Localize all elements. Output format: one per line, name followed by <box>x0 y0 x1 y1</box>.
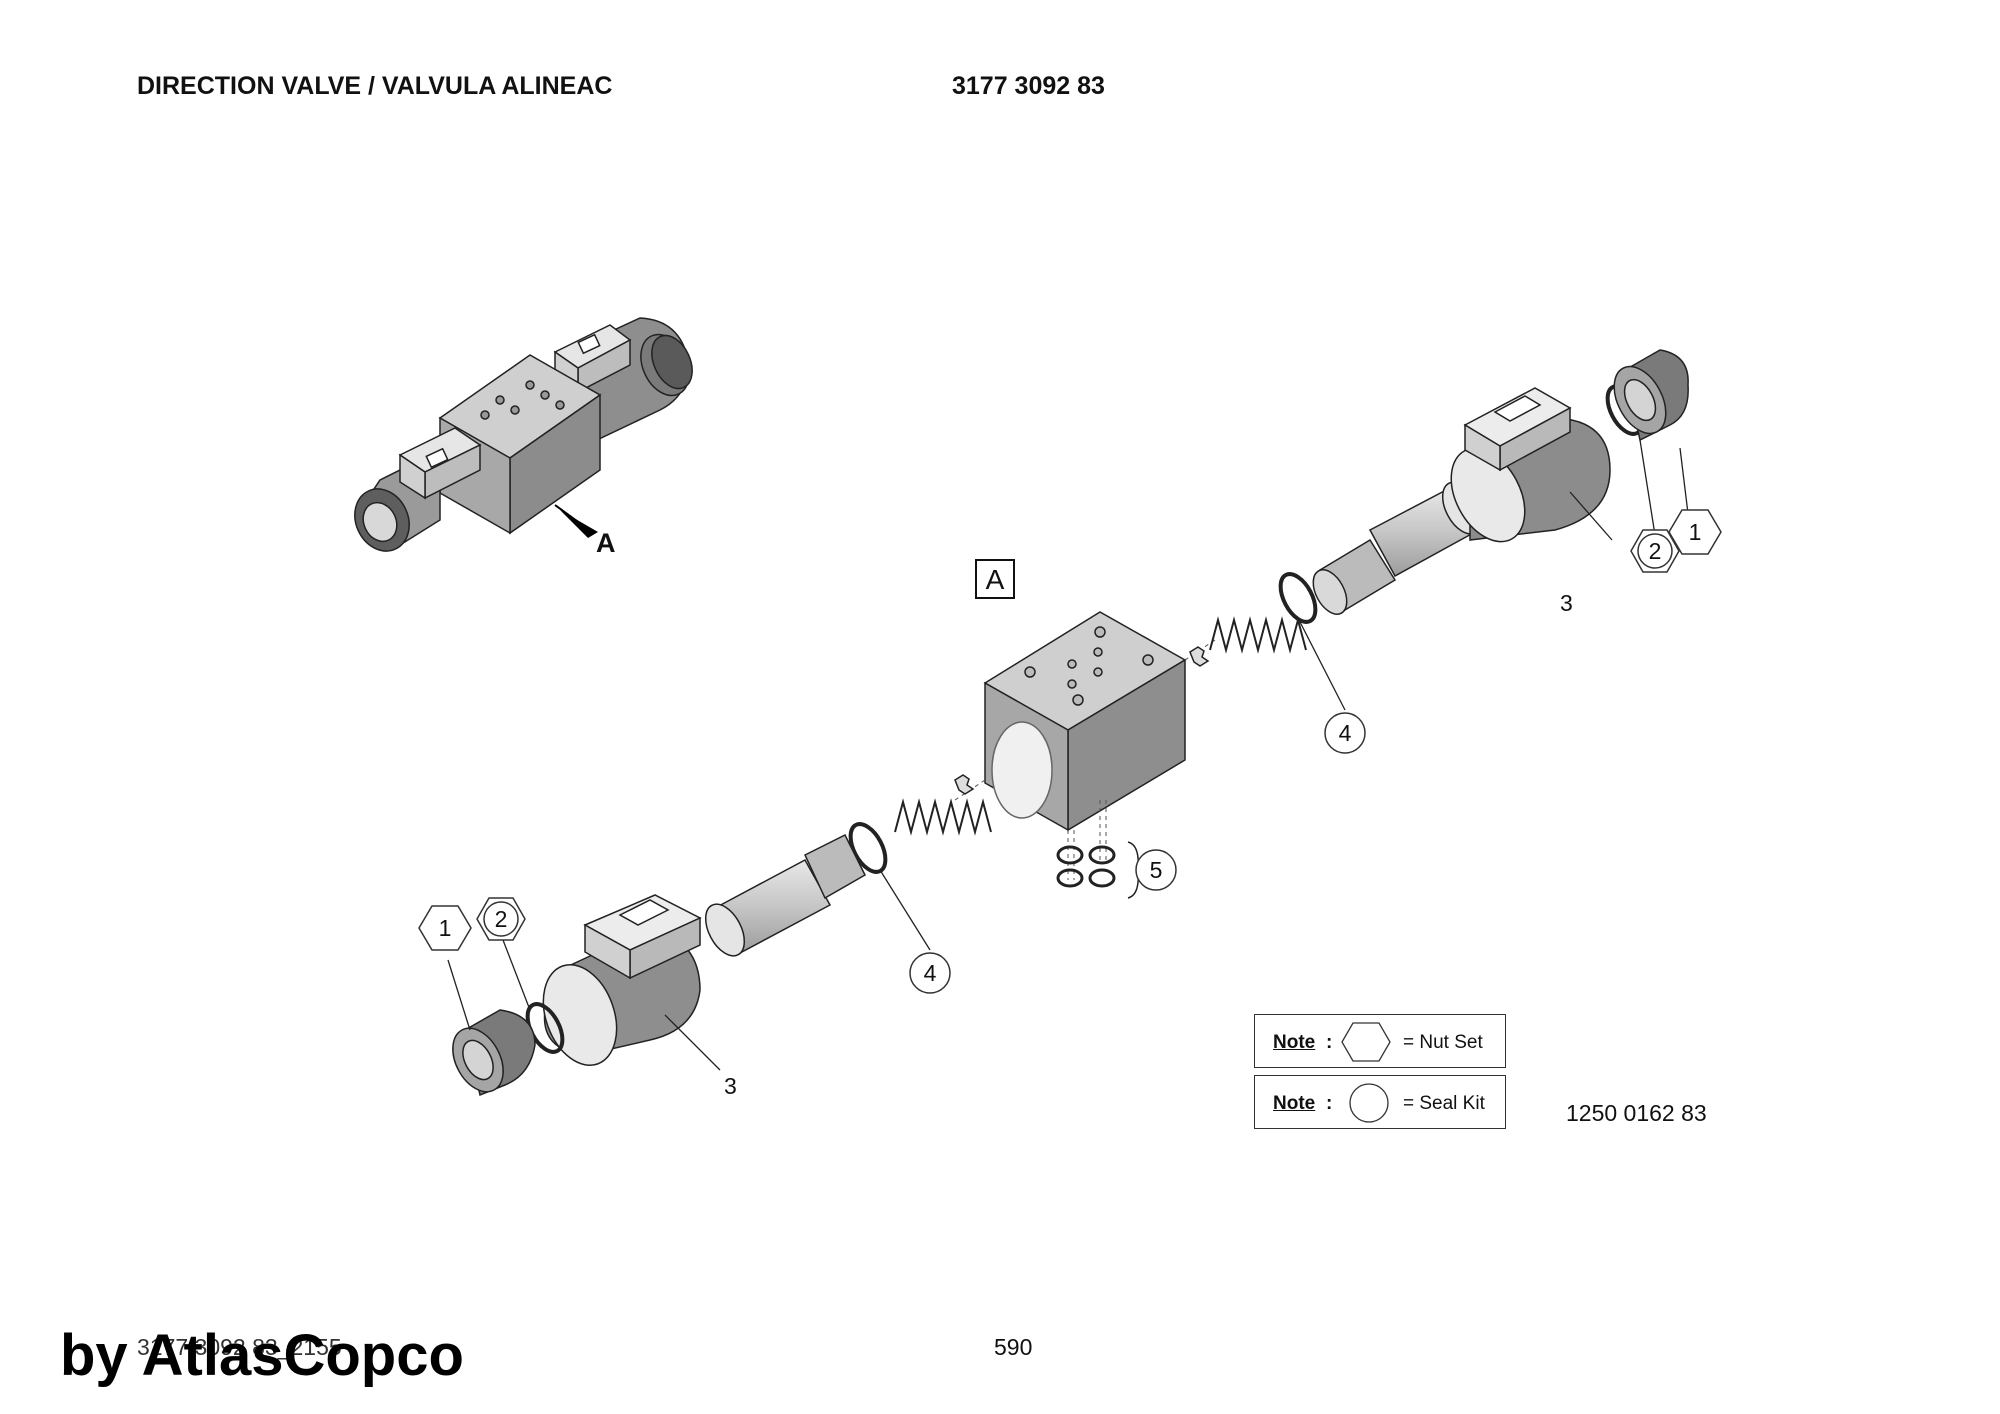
callout-circle-oring-left <box>909 952 951 994</box>
view-marker-box <box>975 559 1015 599</box>
callout-3-right: 3 <box>1560 590 1573 616</box>
legend-nut-set: Note : = Nut Set <box>1254 1014 1506 1068</box>
watermark-text: by AtlasCopco <box>60 1323 464 1388</box>
callout-1-right: 1 <box>1688 519 1702 545</box>
nut-left <box>452 1009 536 1097</box>
callout-4-left: 4 <box>923 960 937 986</box>
legend-note-label: Note <box>1273 1093 1316 1114</box>
callout-hexagon-left <box>418 905 472 951</box>
spring-left <box>894 798 992 836</box>
callout-4-right: 4 <box>1338 720 1352 746</box>
doc-code: 3177 3092 83_2155 <box>137 1334 342 1360</box>
callout-1-left: 1 <box>438 915 452 941</box>
tube-left <box>704 833 866 957</box>
nut-right <box>1613 349 1689 442</box>
valve-block <box>983 611 1187 832</box>
seal-rings-group <box>1056 845 1116 888</box>
legend-note-label: Note <box>1273 1032 1316 1053</box>
legend-seal-kit: Note : = Seal Kit <box>1254 1075 1506 1129</box>
legend-colon: : <box>1326 1032 1333 1053</box>
arrow-label: A <box>596 528 616 558</box>
legend-colon: : <box>1326 1093 1333 1114</box>
legend-nut-set-text: = Nut Set <box>1403 1032 1483 1053</box>
callout-circle-seals <box>1135 849 1177 891</box>
callout-2-left: 2 <box>494 906 508 932</box>
spring-right <box>1209 616 1307 654</box>
callout-3-left: 3 <box>724 1073 737 1099</box>
callout-2-right: 2 <box>1648 538 1662 564</box>
coil-right <box>1450 387 1611 543</box>
legend-seal-kit-text: = Seal Kit <box>1403 1093 1485 1114</box>
hexagon-icon <box>1341 1022 1391 1062</box>
callout-circle-oring-right <box>1324 712 1366 754</box>
view-arrow <box>560 510 598 538</box>
callout-5: 5 <box>1149 857 1163 883</box>
assembled-valve <box>354 317 693 552</box>
page-title: DIRECTION VALVE / VALVULA ALINEAC <box>137 72 613 100</box>
page-number: 590 <box>994 1334 1033 1360</box>
coil-left <box>542 894 702 1066</box>
part-number: 3177 3092 83 <box>952 72 1105 100</box>
kit-number: 1250 0162 83 <box>1566 1100 1707 1126</box>
view-marker-label: A <box>985 564 1005 595</box>
circle-icon <box>1349 1083 1389 1123</box>
